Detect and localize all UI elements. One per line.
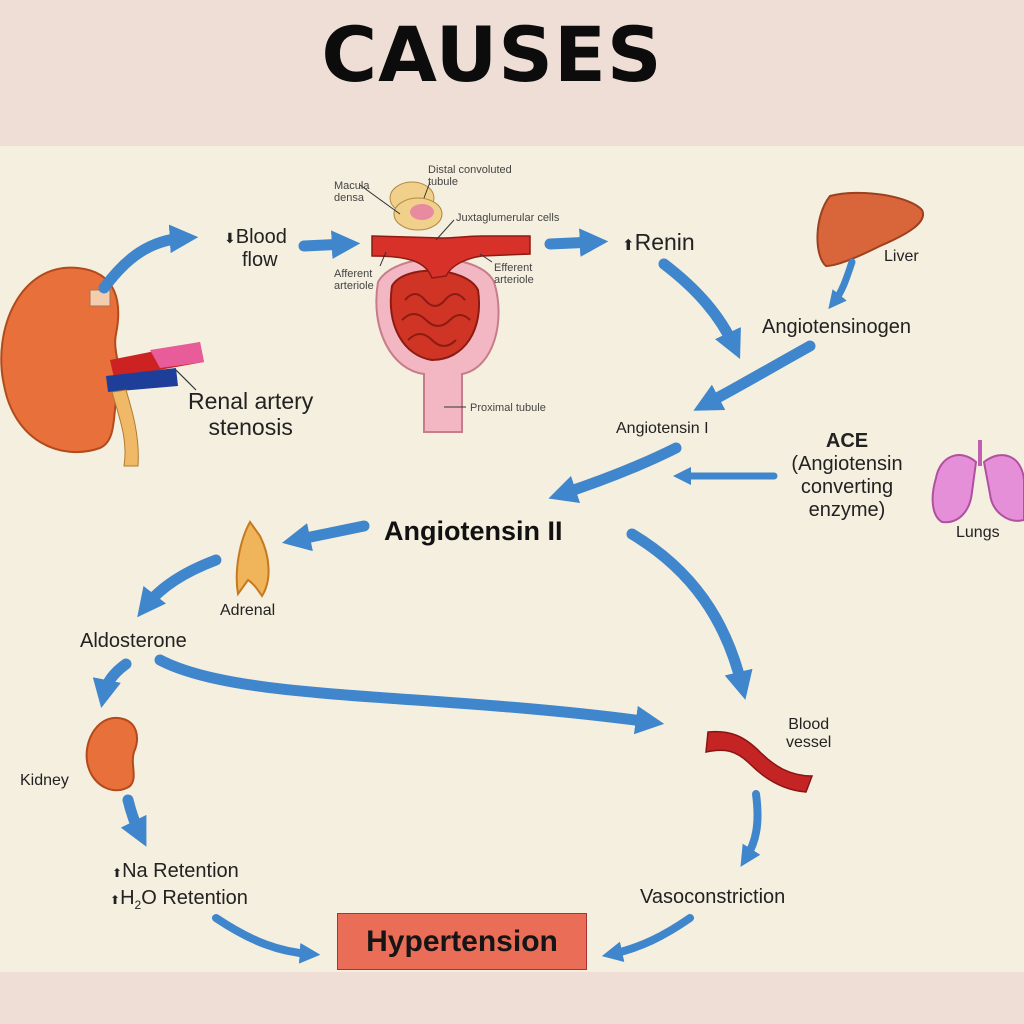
adrenal-label: Adrenal bbox=[220, 602, 276, 619]
arrow-aldosterone-to-blood-vessel bbox=[154, 654, 665, 735]
diagram-panel bbox=[0, 146, 1024, 972]
liver-label: Liver bbox=[884, 248, 919, 265]
liver-icon bbox=[816, 191, 925, 268]
glomerulus-illustration bbox=[359, 181, 531, 433]
adrenal-icon bbox=[235, 520, 270, 598]
arrow-liver-to-angiotensinogen bbox=[828, 258, 856, 310]
arrow-angiotensin-ii-to-adrenal bbox=[281, 520, 370, 552]
arrow-bloodflow-to-glomerulus bbox=[298, 230, 361, 259]
kidney-label: Kidney bbox=[20, 772, 69, 789]
up-arrow-icon: ⬆ bbox=[110, 893, 121, 907]
blood-flow-label: ⬇Blood flow bbox=[224, 226, 287, 271]
arrow-retention-to-hypertension bbox=[212, 914, 321, 964]
up-arrow-icon: ⬆ bbox=[112, 866, 123, 880]
blood-vessel-icon bbox=[705, 730, 814, 793]
arrow-angiotensinogen-to-angiotensin-i bbox=[693, 340, 816, 411]
down-arrow-icon: ⬇ bbox=[224, 230, 236, 246]
vasoconstriction-label: Vasoconstriction bbox=[640, 886, 786, 908]
ace-label: ACE (Angiotensin converting enzyme) bbox=[791, 430, 903, 521]
arrow-blood-vessel-to-vasoconstriction bbox=[740, 790, 762, 867]
kidney-illustration bbox=[0, 266, 204, 467]
lungs-icon bbox=[931, 440, 1024, 524]
angiotensinogen-label: Angiotensinogen bbox=[762, 316, 912, 338]
arrow-renin-to-angiotensinogen bbox=[658, 258, 741, 359]
arrow-aldosterone-to-kidney bbox=[92, 658, 132, 709]
angiotensin-i-label: Angiotensin I bbox=[616, 420, 709, 437]
h2o-retention-label: ⬆H2O Retention bbox=[110, 887, 248, 912]
aldosterone-label: Aldosterone bbox=[80, 630, 187, 652]
arrow-angiotensin-i-to-angiotensin-ii bbox=[548, 442, 682, 504]
arrow-glomerulus-to-renin bbox=[544, 228, 609, 257]
lungs-label: Lungs bbox=[956, 524, 1000, 541]
juxtaglomerular-label: Juxtaglumerular cells bbox=[456, 212, 560, 224]
up-arrow-icon: ⬆ bbox=[622, 237, 635, 254]
arrow-adrenal-to-aldosterone bbox=[137, 554, 222, 618]
renin-label: ⬆Renin bbox=[622, 229, 695, 255]
arrow-kidney-to-retention bbox=[120, 794, 147, 847]
proximal-tubule-label: Proximal tubule bbox=[470, 402, 546, 414]
flow-arrows bbox=[92, 224, 856, 964]
hypertension-box: Hypertension bbox=[337, 913, 587, 970]
angiotensin-ii-label: Angiotensin II bbox=[384, 516, 563, 546]
na-retention-label: ⬆Na Retention bbox=[112, 860, 239, 882]
arrow-kidney-to-bloodflow bbox=[98, 224, 199, 294]
small-kidney-icon bbox=[85, 716, 138, 792]
arrow-vasoconstriction-to-hypertension bbox=[601, 914, 694, 962]
arrow-angiotensin-ii-to-blood-vessel bbox=[626, 528, 753, 700]
page-title: CAUSES bbox=[321, 10, 663, 99]
